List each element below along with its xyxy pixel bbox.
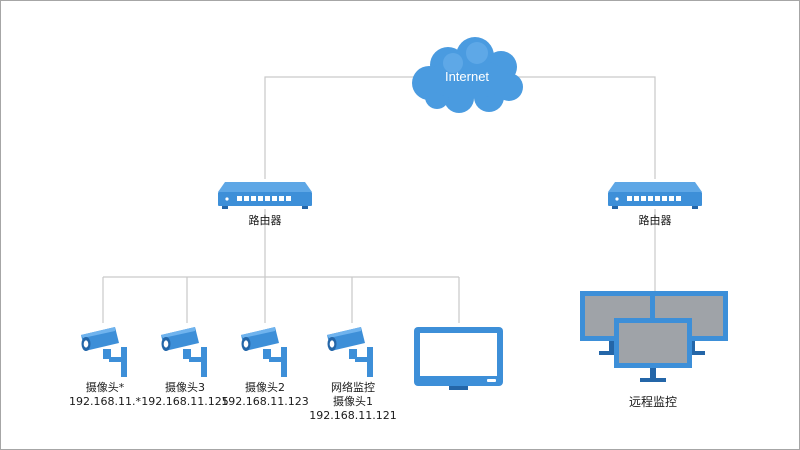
connection-lines xyxy=(102,76,656,323)
local-monitor xyxy=(414,327,503,390)
internet-cloud: Internet xyxy=(412,37,523,113)
local-router: 路由器 xyxy=(218,182,312,227)
multi-monitor-icon xyxy=(580,291,728,382)
camera-icon xyxy=(327,327,373,377)
camera-3: 摄像头3 192.168.11.125 xyxy=(141,327,229,408)
camera-2: 摄像头2 192.168.11.123 xyxy=(221,327,309,408)
remote-monitor-label: 远程监控 xyxy=(629,394,677,409)
remote-router-label: 路由器 xyxy=(639,213,672,227)
camera-name: 摄像头* xyxy=(86,380,125,394)
camera-name: 摄像头3 xyxy=(165,380,205,394)
wire-local-router-to-internet xyxy=(264,76,416,179)
remote-monitoring: 远程监控 xyxy=(580,291,728,409)
router-icon xyxy=(218,182,312,209)
camera-1: 网络监控 摄像头1 192.168.11.121 xyxy=(309,327,397,422)
camera-icon xyxy=(241,327,287,377)
camera-ip: 192.168.11.121 xyxy=(309,409,396,422)
monitor-icon xyxy=(414,327,503,390)
camera-name-line1: 网络监控 xyxy=(331,380,375,394)
remote-router: 路由器 xyxy=(608,182,702,227)
internet-label: Internet xyxy=(445,69,489,84)
camera-star: 摄像头* 192.168.11.* xyxy=(69,327,141,408)
camera-icon xyxy=(161,327,207,377)
camera-name-line2: 摄像头1 xyxy=(333,394,373,408)
cloud-highlight xyxy=(443,42,488,73)
camera-ip: 192.168.11.125 xyxy=(141,395,228,408)
camera-ip: 192.168.11.123 xyxy=(221,395,308,408)
camera-icon xyxy=(81,327,127,377)
wire-internet-to-remote-router xyxy=(516,76,656,179)
local-router-label: 路由器 xyxy=(249,213,282,227)
camera-name: 摄像头2 xyxy=(245,380,285,394)
camera-ip: 192.168.11.* xyxy=(69,395,141,408)
router-icon xyxy=(608,182,702,209)
